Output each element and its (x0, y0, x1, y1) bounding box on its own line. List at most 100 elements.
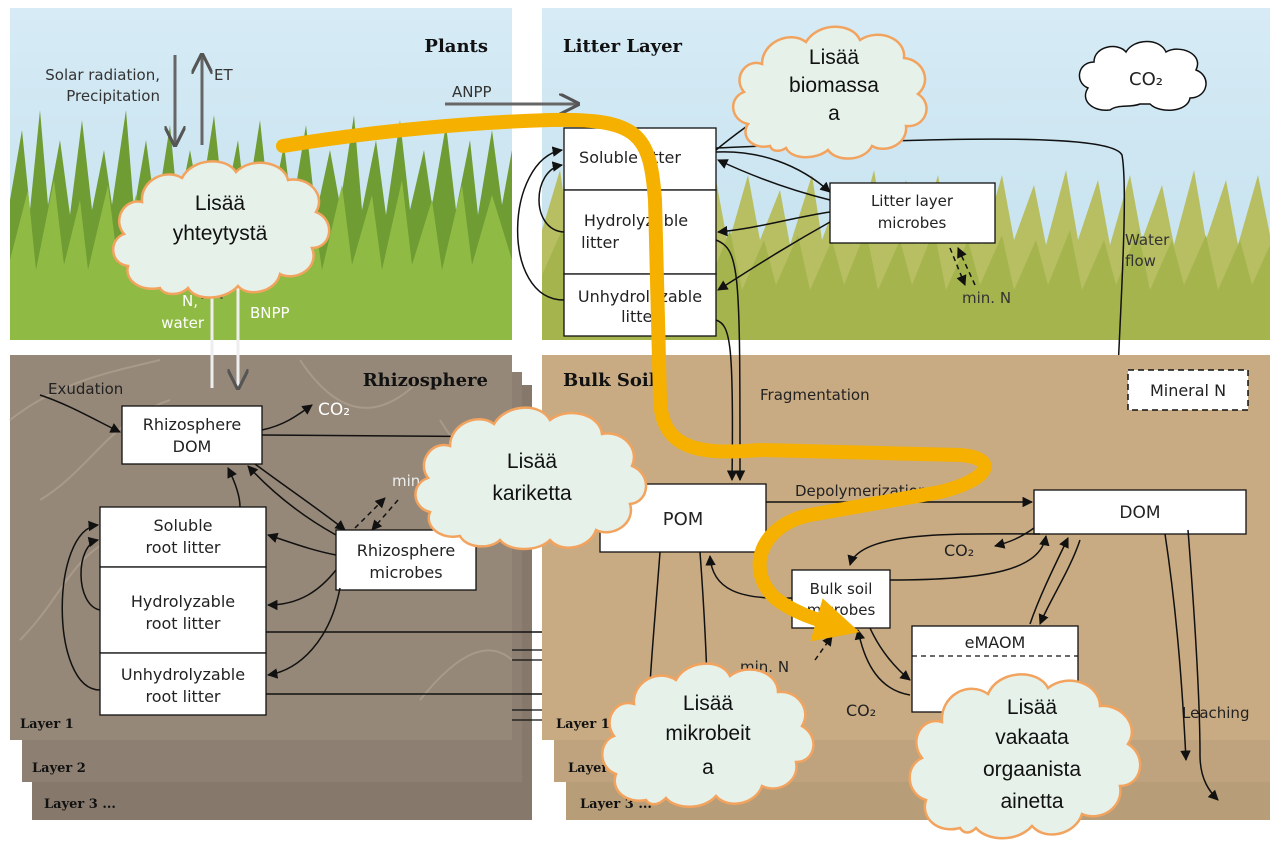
arrow-dom-co2 (993, 527, 1035, 549)
unhydrolyzable-litter-label-2: litter (621, 307, 659, 326)
arrow-microbes-unhydro-root (266, 587, 341, 679)
cloud-microbes: Lisää mikrobeit a (601, 662, 815, 808)
arrow-rhizo-min-microbes (371, 499, 399, 531)
rhizosphere-title: Rhizosphere (363, 370, 488, 391)
n-water-label-2: water (161, 314, 205, 332)
rhizosphere-microbes-label-1: Rhizosphere (357, 541, 455, 560)
pom-label: POM (663, 509, 704, 530)
cloud-photosynthesis: Lisää yhteytystä (112, 160, 331, 299)
unhydrolyzable-litter-box (563, 273, 717, 337)
arrow-microbes-emaom (869, 627, 911, 681)
co2-top-label: CO₂ (1129, 69, 1163, 90)
hydrolyzable-litter-label-2: litter (581, 233, 619, 252)
layer-2-label: Layer 2 (32, 761, 86, 776)
rhizosphere-microbes-box (335, 529, 477, 591)
mineral-n-box (1127, 369, 1249, 411)
water-flow-label-2: flow (1125, 252, 1156, 270)
n-water-label-1: N, (182, 292, 198, 310)
emaom-label: eMAOM (965, 633, 1026, 652)
arrow-dom-microbes (254, 463, 346, 531)
dom-label: DOM (1119, 503, 1160, 523)
hydrolyzable-root-litter-label-2: root litter (145, 614, 220, 633)
cloud-litterfall-line-1: Lisää (507, 450, 558, 473)
exudation-label: Exudation (48, 380, 123, 398)
cloud-photo-line-2: yhteytystä (173, 222, 268, 245)
layer-3-label: Layer 3 ... (44, 797, 116, 812)
precipitation-label: Precipitation (66, 87, 160, 105)
cloud-stable-line-3: orgaanista (983, 758, 1081, 781)
arrow-microbes-unhydro (717, 221, 831, 291)
unhydrolyzable-litter-label-1: Unhydrolyzable (578, 287, 702, 306)
arrow-microbes-dom (247, 465, 337, 536)
rhizosphere-dom-box (121, 405, 263, 465)
arrow-hydro-soluble (538, 161, 565, 233)
litter-panel: Litter Layer ANPP CO₂ Soluble litter Hyd… (445, 8, 1270, 487)
arrow-unhydro-pom (715, 319, 738, 482)
cloud-litterfall: Lisää kariketta (414, 406, 648, 551)
cloud-microbes-line-2: mikrobeit (665, 722, 750, 745)
arrow-exudation (39, 394, 121, 433)
solar-label: Solar radiation, (45, 66, 160, 84)
arrow-rhizo-microbes-min (354, 497, 386, 529)
soluble-litter-box (563, 127, 717, 191)
cloud-biomass-line-2: biomassa (789, 74, 879, 97)
dom-box (1033, 489, 1247, 535)
litter-title: Litter Layer (563, 36, 683, 57)
hydrolyzable-litter-box (563, 189, 717, 275)
bulk-layer-1-label: Layer 1 (556, 717, 610, 732)
arrow-unhydro-soluble (516, 146, 565, 301)
arrow-microbes-soluble-root (266, 532, 337, 556)
water-flow-label-1: Water (1125, 231, 1170, 249)
litter-min-n-label: min. N (962, 289, 1011, 307)
unhydrolyzable-root-litter-label-2: root litter (145, 687, 220, 706)
arrow-dom-bulk-microbes (847, 533, 1041, 567)
cloud-biomass-line-1: Lisää (809, 46, 860, 69)
bulk-microbes-label-1: Bulk soil (810, 580, 873, 598)
arrow-leaching (1187, 529, 1219, 801)
arrow-dom-down (1164, 533, 1191, 762)
layer-1-label: Layer 1 (20, 717, 74, 732)
arrow-minn-microbes (957, 247, 976, 286)
bnpp-label: BNPP (250, 304, 290, 322)
arrow-unhydro-soluble-root (61, 520, 101, 691)
litter-microbes-label-2: microbes (878, 214, 947, 232)
arrow-soluble-microbes (715, 151, 831, 193)
hydrolyzable-root-litter-label-1: Hydrolyzable (131, 592, 235, 611)
cloud-biomass-line-3: a (828, 102, 840, 125)
arrow-microbes-hydro-root (266, 569, 337, 611)
arrow-dom-emaom (1038, 539, 1081, 625)
hydrolyzable-litter-label-1: Hydrolyzable (584, 211, 688, 230)
et-label: ET (214, 66, 233, 84)
rhizo-co2-label: CO₂ (318, 400, 350, 420)
rhizo-min-label: min (392, 472, 420, 490)
unhydrolyzable-root-litter-box (99, 652, 267, 716)
cloud-stable-line-1: Lisää (1007, 696, 1058, 719)
arrow-microbes-dom-bulk (889, 534, 1050, 581)
arrow-microbes-soluble (717, 159, 831, 201)
arrow-hydro-pom (715, 239, 746, 482)
litter-microbes-label-1: Litter layer (871, 192, 954, 210)
rhizosphere-dom-label-1: Rhizosphere (143, 415, 241, 434)
cloud-stable-organic-matter: Lisää vakaata orgaanista ainetta (908, 673, 1142, 840)
cloud-biomass: Lisää biomassa a (732, 25, 928, 160)
hydrolyzable-root-litter-box (99, 566, 267, 654)
rhizosphere-dom-label-2: DOM (173, 437, 212, 456)
carbon-flow-arrow (276, 112, 992, 642)
cloud-stable-line-2: vakaata (995, 726, 1069, 749)
bulk-co2-a-label: CO₂ (944, 541, 974, 560)
cloud-microbes-line-1: Lisää (683, 692, 734, 715)
arrow-hydro-soluble-root (80, 536, 101, 611)
soluble-root-litter-label-1: Soluble (154, 516, 213, 535)
arrow-emaom-microbes (854, 628, 911, 696)
cloud-stable-line-4: ainetta (1000, 790, 1063, 813)
arrow-minn-bulk-microbes (814, 635, 833, 661)
unhydrolyzable-root-litter-label-1: Unhydrolyzable (121, 665, 245, 684)
cloud-microbes-line-3: a (702, 756, 714, 779)
arrow-emaom-dom (1029, 537, 1069, 625)
bulk-soil-title: Bulk Soil (563, 370, 656, 391)
leaching-label: Leaching (1182, 704, 1249, 722)
mineral-n-label: Mineral N (1150, 381, 1226, 400)
cloud-litterfall-line-2: kariketta (492, 482, 572, 505)
rhizosphere-panel: Rhizosphere Layer 1 Layer 2 Layer 3 ... … (9, 280, 1109, 820)
